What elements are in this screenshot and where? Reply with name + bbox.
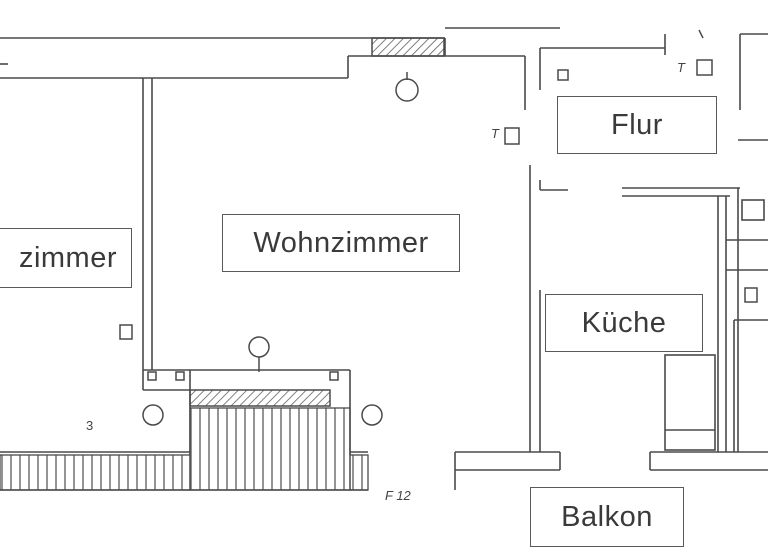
room-label-wohnzimmer: Wohnzimmer [222,214,460,272]
room-label-kueche: Küche [545,294,703,352]
hatched-window-sill [189,389,331,407]
room-label-balkon: Balkon [530,487,684,547]
hatched-wall-top [371,37,445,57]
mark-i3: 3 [86,418,93,433]
railing-middle [189,407,351,491]
room-label-wohnzimmer-text: Wohnzimmer [253,226,429,259]
railing-left [0,454,191,491]
fixtures [119,29,758,426]
room-label-balkon-text: Balkon [561,500,653,533]
room-label-flur-text: Flur [611,108,663,141]
room-label-flur: Flur [557,96,717,154]
railing-right [349,454,369,491]
mark-t2: T [677,60,686,75]
mark-t1: T [491,126,500,141]
room-label-zimmer: zimmer [0,228,132,288]
room-label-kueche-text: Küche [581,306,667,339]
room-label-zimmer-text: zimmer [18,241,117,274]
mark-f12: F 12 [385,488,412,503]
